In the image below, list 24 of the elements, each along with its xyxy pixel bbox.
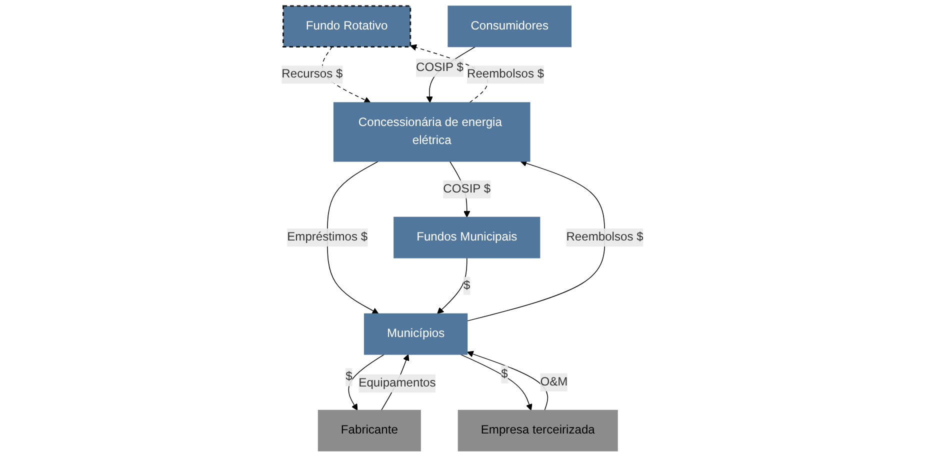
node-box: Empresa terceirizada [458,410,618,452]
edge-label: COSIP $ [443,182,491,196]
arrow [437,258,468,314]
edge-label: O&M [540,376,568,388]
edge-label: Reembolsos $ [566,230,644,244]
arrow [466,160,606,322]
node-box: Fabricante [318,410,421,452]
node-box: Municípios [364,313,468,355]
edge-label: $ [464,279,470,292]
node-box: Concessionária de energia elétrica [333,102,530,162]
edge-label: $ [501,368,508,381]
arrow [460,354,532,411]
arrow [326,161,379,314]
edge-label: $ [346,370,352,384]
arrow [348,354,385,411]
node-box: Fundos Municipais [394,216,540,258]
edge-label: Empréstimos $ [287,230,368,244]
edge-label: Recursos $ [282,68,343,81]
node-box: Fundo Rotativo [282,5,412,48]
arrow [466,350,548,411]
node-box: Consumidores [448,6,572,48]
edge-label: Equipamentos [358,376,436,390]
edge-label: Reembolsos $ [466,68,544,81]
edge-label: COSIP $ [416,61,464,74]
